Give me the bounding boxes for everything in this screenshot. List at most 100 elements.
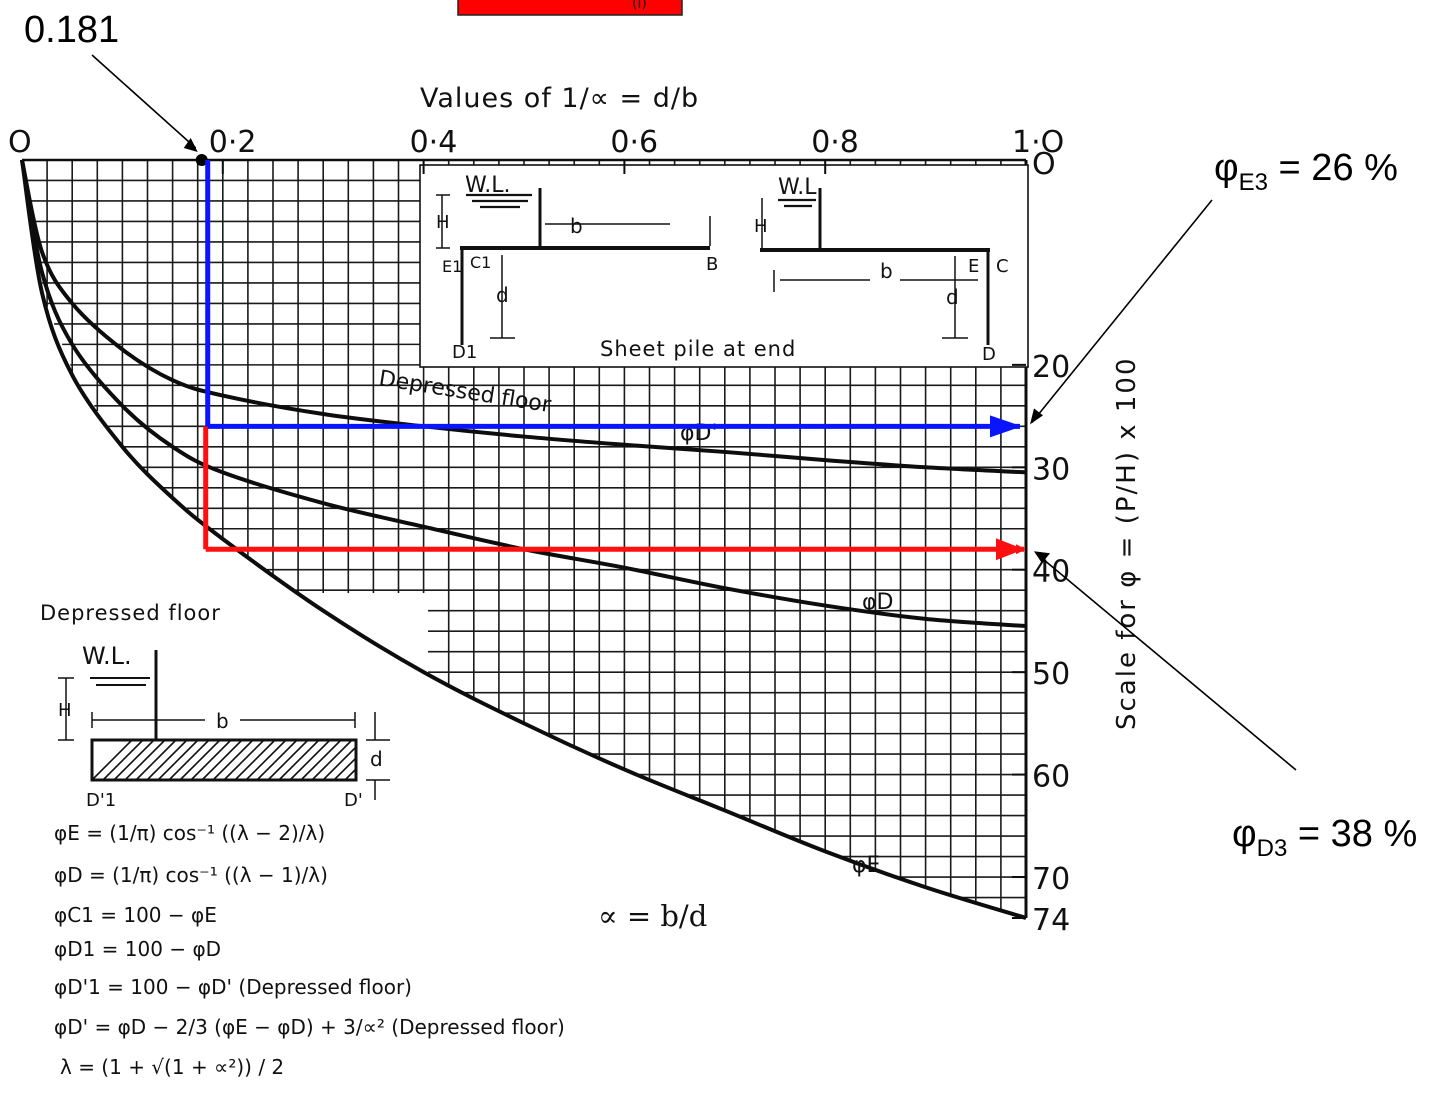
inset-depressed-bg [28, 593, 428, 1063]
x-marker-label: 0.181 [24, 9, 119, 51]
formula-list: φE = (1/π) cos⁻¹ ((λ − 2)/λ) φD = (1/π) … [54, 821, 565, 1079]
phi-d3-leader [1035, 552, 1297, 771]
formula-phi-d1-prime: φD'1 = 100 − φD' (Depressed floor) [54, 975, 412, 999]
hatch-line [245, 739, 287, 781]
inset-depressed-d1prime: D'1 [86, 790, 116, 811]
inset-sheet-pile [436, 188, 990, 345]
series-line-2 [20, 159, 1027, 920]
inset-sheet-h-right: H [754, 216, 768, 237]
hatch-line [190, 739, 232, 781]
inset-depressed-title: Depressed floor [40, 601, 221, 625]
x-tick-label: 0·2 [209, 125, 257, 160]
y-tick-label: 30 [1032, 452, 1070, 487]
x-tick-label: 0·6 [610, 125, 658, 160]
phi-d3-value: = 38 % [1287, 813, 1417, 855]
x-tick-label: 0·4 [410, 125, 458, 160]
hatch-line [311, 739, 353, 781]
inset-sheet-d1: D1 [452, 342, 477, 363]
y-tick-label: 40 [1032, 555, 1070, 590]
hatch-line [278, 739, 320, 781]
phi-d3-leader-head [1034, 551, 1050, 564]
inset-sheet-e1: E1 [442, 257, 462, 276]
formula-phi-d1: φD1 = 100 − φD [54, 937, 221, 961]
y-tick-label: 70 [1032, 862, 1070, 897]
hatch-line [157, 739, 199, 781]
inset-sheet-c1: C1 [470, 253, 491, 272]
inset-sheet-d: d [496, 283, 509, 307]
phi-d3-annotation: φD3 = 38 % [1232, 813, 1417, 862]
hatch-line [322, 746, 357, 781]
series-line-1 [20, 159, 1027, 629]
phi-e3-symbol: φ [1214, 147, 1239, 189]
inset-sheet-e: E [968, 256, 979, 277]
hatch-line [256, 739, 298, 781]
inset-depressed-b: b [216, 709, 229, 733]
hatch-line [289, 739, 331, 781]
x-marker-dot [195, 154, 208, 166]
hatch-line [333, 757, 357, 781]
x-marker-leader [91, 54, 197, 149]
phi-e3-leader-head [1030, 408, 1043, 425]
inset-sheet-b-label: B [706, 254, 718, 275]
inset-sheet-c: C [996, 256, 1009, 277]
hatch-line [212, 739, 254, 781]
inset-sheet-wl: W.L. [465, 173, 510, 198]
hatch-line [146, 739, 188, 781]
inset-sheet-pile-bg [419, 164, 1029, 368]
formula-phi-d: φD = (1/π) cos⁻¹ ((λ − 1)/λ) [54, 863, 328, 887]
hatch-line [267, 739, 309, 781]
inset-alpha-bg [590, 885, 730, 950]
inset-depressed-dprime: D' [344, 790, 363, 811]
inset-sheet-wl-right: W.L. [778, 175, 823, 200]
hatch-line [135, 739, 177, 781]
inset-depressed-drawing [58, 650, 390, 800]
header-box [457, 0, 683, 16]
hatch-line [234, 739, 276, 781]
x-axis-label: ∝ = b/d [598, 899, 707, 933]
curve-label-depressed-floor: Depressed floor [377, 366, 553, 418]
inset-sheet-h: H [436, 212, 450, 233]
y-tick-label: 50 [1032, 657, 1070, 692]
phi-d3-sub: D3 [1257, 835, 1288, 862]
inset-sheet-d-end: D [982, 344, 996, 365]
y-tick-label: 74 [1032, 903, 1070, 938]
curve-label-phi-d: φD [862, 590, 893, 615]
hatch-line [344, 768, 357, 781]
inset-sheet-d-right: d [946, 285, 959, 309]
phi-e3-annotation: φE3 = 26 % [1214, 147, 1398, 196]
hatch-line [124, 739, 166, 781]
chart-title: Values of 1/∝ = d/b [420, 83, 699, 114]
red-arrowhead [996, 538, 1024, 561]
hatch-line [201, 739, 243, 781]
annotations [91, 54, 1297, 771]
x-marker-arrowhead [183, 138, 198, 152]
y-axis-label: Scale for φ = (P/H) x 100 [1112, 356, 1142, 730]
y-tick-label: 20 [1032, 350, 1070, 385]
inset-depressed-d: d [370, 747, 383, 771]
formula-lambda: λ = (1 + √(1 + ∝²)) / 2 [60, 1055, 284, 1079]
phi-e3-sub: E3 [1239, 169, 1268, 196]
header-box-text: (i) [632, 0, 647, 12]
hatch-line [91, 739, 133, 781]
formula-phi-c1: φC1 = 100 − φE [54, 903, 217, 927]
x-tick-label: 0·8 [811, 125, 859, 160]
hatch-line [102, 739, 144, 781]
formula-phi-e: φE = (1/π) cos⁻¹ ((λ − 2)/λ) [54, 821, 325, 845]
x-tick-label: O [8, 125, 32, 160]
hatch-line [223, 739, 265, 781]
hatch-line [113, 739, 155, 781]
hatch-line [168, 739, 210, 781]
curve-label-phi-e: φE [852, 853, 880, 878]
inset-depressed-h: H [58, 700, 72, 721]
hatch-line [179, 739, 221, 781]
inset-sheet-b-right: b [880, 259, 893, 283]
x-tick-label: 1·O [1012, 125, 1064, 160]
inset-sheet-b: b [570, 214, 583, 238]
y-tick-label: O [1032, 147, 1056, 182]
formula-phi-d-prime: φD' = φD − 2/3 (φE − φD) + 3/∝² (Depress… [54, 1015, 565, 1039]
phi-e3-value: = 26 % [1268, 147, 1398, 189]
inset-depressed-wl: W.L. [82, 642, 132, 670]
